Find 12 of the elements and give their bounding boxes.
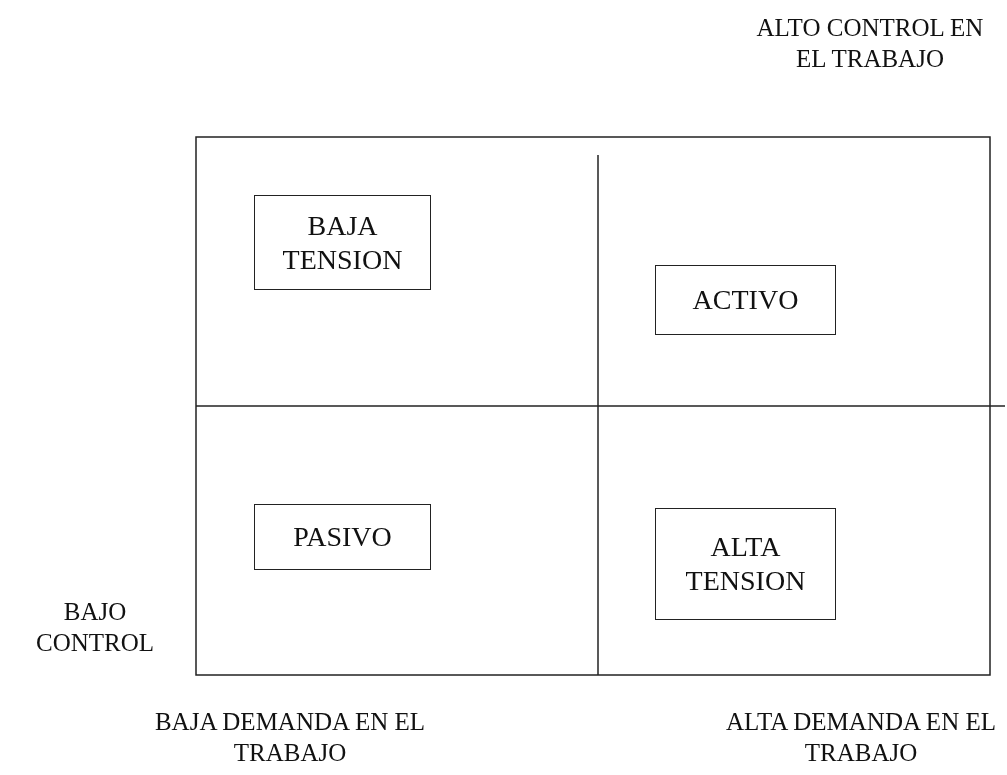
quadrant-label: ALTA TENSION [684, 530, 807, 598]
axis-label: ALTA DEMANDA EN EL TRABAJO [725, 707, 997, 769]
quadrant-box [655, 508, 836, 620]
axis-label: ALTO CONTROL EN EL TRABAJO [755, 13, 985, 75]
quadrant-label: BAJA TENSION [281, 208, 404, 277]
axis-label: BAJA DEMANDA EN EL TRABAJO [153, 707, 427, 769]
quadrant-box [254, 195, 431, 290]
quadrant-box [254, 504, 431, 570]
quadrant-label: PASIVO [293, 520, 392, 554]
axis-label: BAJO CONTROL [34, 597, 156, 659]
quadrant-label: ACTIVO [692, 283, 799, 317]
quadrant-box [655, 265, 836, 335]
